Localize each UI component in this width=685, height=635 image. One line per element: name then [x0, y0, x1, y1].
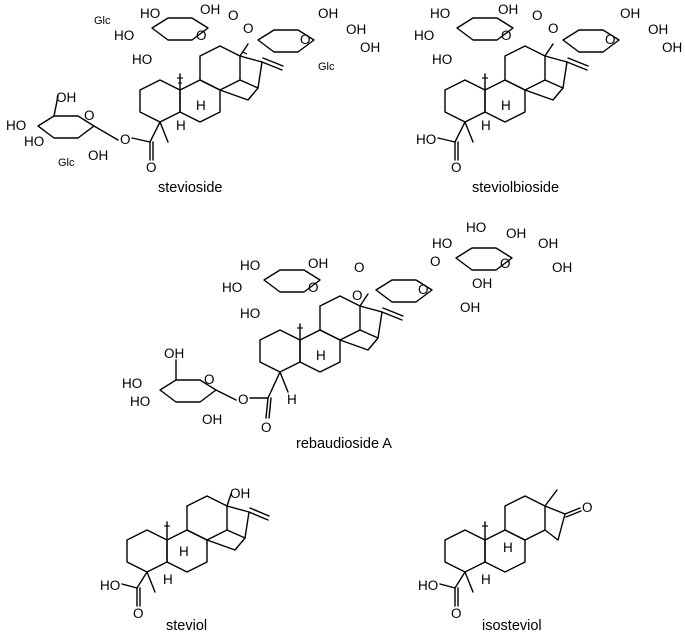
steviolbioside-glycosidic-o: O	[532, 8, 543, 23]
stevioside-glc1-ho-left: HO	[6, 118, 26, 133]
rebaudioside-ester-o: O	[238, 392, 249, 407]
rebaudioside-glc4-ring-o: O	[500, 256, 511, 271]
rebaudioside-glc3-ho-top: HO	[240, 258, 260, 273]
rebaudioside-glc4-oh-right: OH	[538, 236, 558, 251]
rebaudioside-glc1-ho-left: HO	[122, 376, 142, 391]
stevioside-label: stevioside	[158, 180, 222, 196]
steviol-structure: OH H H HO O steviol	[100, 486, 270, 634]
isosteviol-h9-label: H	[503, 540, 513, 555]
isosteviol-label: isosteviol	[482, 618, 542, 634]
rebaudioside-glc1-ring-o: O	[204, 372, 215, 387]
isosteviol-h5-label: H	[481, 572, 491, 587]
stevioside-glc2-ring-o: O	[300, 32, 311, 47]
steviol-acid-ho: HO	[100, 578, 120, 593]
rebaudioside-glc2-branch-o: O	[430, 254, 441, 269]
rebaudioside-glc3-oh-top: OH	[308, 256, 328, 271]
stevioside-ester-o: O	[120, 132, 131, 147]
stevioside-glc1-oh-bottom: OH	[88, 148, 108, 163]
rebaudioside-glc4-oh-end: OH	[552, 260, 572, 275]
stevioside-glc-label-outer: Glc	[94, 15, 111, 27]
rebaudioside-h5-label: H	[287, 392, 297, 407]
stevioside-ester-carbonyl-o: O	[146, 160, 157, 175]
steviolbioside-glc2-ring-o: O	[605, 32, 616, 47]
rebaudioside-glc2-oh-right: OH	[472, 276, 492, 291]
stevioside-glc1-oh-top: OH	[56, 90, 76, 105]
rebaudioside-glc2-oh-end: OH	[460, 300, 480, 315]
isosteviol-acid-o: O	[451, 606, 462, 621]
rebaudioside-glc2-ring-o: O	[418, 282, 429, 297]
rebaudioside-link-o: O	[352, 288, 363, 303]
stevioside-link-o: O	[243, 21, 254, 36]
stevioside-glc-label-ester: Glc	[58, 157, 75, 169]
rebaudioside-glc4-ho-top: HO	[466, 220, 486, 235]
steviolbioside-acid-oh: HO	[416, 132, 436, 147]
steviolbioside-glc3-ho-bottom: HO	[432, 52, 452, 67]
isosteviol-ketone-o: O	[582, 500, 593, 515]
steviol-oh-label: OH	[230, 486, 250, 501]
stevioside-glc2-oh-top: OH	[318, 6, 338, 21]
steviolbioside-glc3-ho-left: HO	[414, 28, 434, 43]
steviolbioside-h9-label: H	[501, 98, 511, 113]
steviol-h5-label: H	[163, 572, 173, 587]
rebaudioside-glc3-ho-left: HO	[222, 280, 242, 295]
rebaudioside-glc1-oh-bottom: OH	[202, 412, 222, 427]
stevioside-glc2-oh-right: OH	[346, 22, 366, 37]
steviolbioside-h5-label: H	[481, 118, 491, 133]
stevioside-glc3-oh-top: OH	[200, 2, 220, 17]
stevioside-glycosidic-o: O	[228, 8, 239, 23]
steviolbioside-glc3-ring-o: O	[501, 28, 512, 43]
rebaudioside-glc1-oh-top: OH	[164, 346, 184, 361]
stevioside-glc1-ring-o: O	[84, 108, 95, 123]
stevioside-glc1-ho-bottom: HO	[24, 134, 44, 149]
isosteviol-structure: O H H HO O isosteviol	[418, 489, 593, 634]
rebaudioside-glc4-ho-left: HO	[432, 236, 452, 251]
stevioside-glc3-ho-top: HO	[140, 6, 160, 21]
steviolbioside-link-o: O	[548, 21, 559, 36]
rebaudioside-glc4-oh-top: OH	[506, 226, 526, 241]
rebaudioside-h9-label: H	[316, 348, 326, 363]
steviolbioside-glc2-oh-right: OH	[648, 22, 668, 37]
stevioside-structure: H H O O OH HO HO OH O Glc O OH OH OH Glc	[6, 2, 380, 196]
rebaudioside-ester-carbonyl-o: O	[261, 420, 272, 435]
steviolbioside-label: steviolbioside	[472, 180, 559, 196]
steviol-acid-o: O	[133, 606, 144, 621]
stevioside-glc-label-inner: Glc	[318, 61, 335, 73]
stevioside-glc3-ho-bottom: HO	[132, 52, 152, 67]
steviolbioside-glc2-oh-top: OH	[620, 6, 640, 21]
steviolbioside-glc3-ho-top: HO	[430, 6, 450, 21]
steviolbioside-glc2-oh-end: OH	[662, 40, 682, 55]
steviolbioside-glc3-oh-top: OH	[498, 2, 518, 17]
rebaudioside-glc3-ho-bottom: HO	[240, 306, 260, 321]
rebaudioside-a-structure: H H O O OH HO HO OH O O OH OH O O O HO O…	[122, 220, 572, 452]
rebaudioside-glycosidic-o-left: O	[354, 260, 365, 275]
stevioside-h9-label: H	[196, 98, 206, 113]
stevioside-glc3-ring-o: O	[196, 28, 207, 43]
rebaudioside-glc3-ring-o: O	[308, 280, 319, 295]
rebaudioside-glc1-ho-bottom: HO	[130, 394, 150, 409]
steviol-h9-label: H	[179, 544, 189, 559]
stevioside-h5-label: H	[176, 118, 186, 133]
stevioside-glc3-ho-left: HO	[114, 28, 134, 43]
isosteviol-acid-ho: HO	[418, 578, 438, 593]
stevioside-glc2-oh-end: OH	[360, 40, 380, 55]
steviolbioside-structure: H H HO O O OH OH OH O O HO OH HO HO O st…	[414, 2, 682, 196]
rebaudioside-a-label: rebaudioside A	[296, 436, 392, 452]
steviol-label: steviol	[166, 618, 207, 634]
steviolbioside-acid-o: O	[451, 160, 462, 175]
